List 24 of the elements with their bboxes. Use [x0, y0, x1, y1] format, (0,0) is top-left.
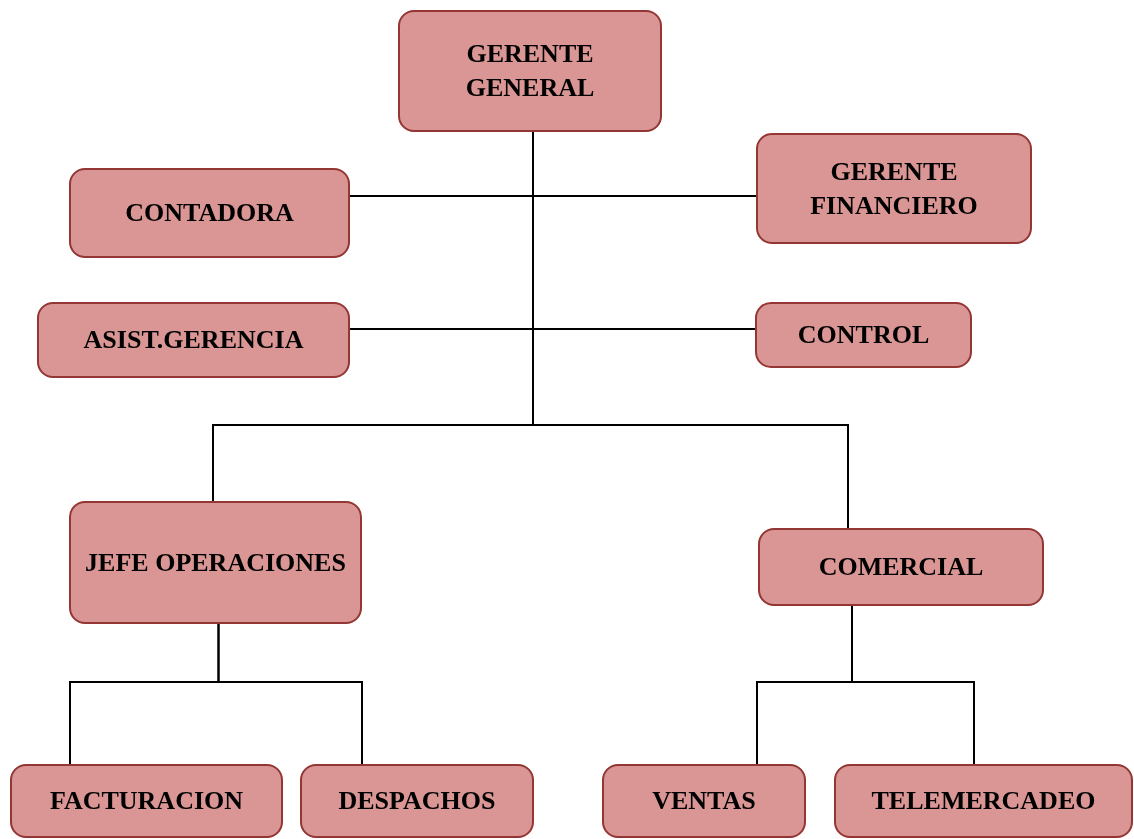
role-label: CONTADORA	[125, 197, 294, 229]
role-label: GERENTE FINANCIERO	[809, 155, 979, 222]
org-box	[758, 528, 1044, 606]
org-box	[69, 501, 362, 624]
role-label: FACTURACION	[49, 785, 244, 817]
org-box	[834, 764, 1133, 838]
role-label: COMERCIAL	[818, 551, 984, 583]
role-label: TELEMERCADEO	[871, 785, 1096, 817]
org-box	[10, 764, 283, 838]
role-label: GERENTE GENERAL	[464, 38, 596, 104]
org-box	[398, 10, 662, 132]
org-box	[755, 302, 972, 368]
role-label: CONTROL	[797, 319, 930, 351]
role-label: DESPACHOS	[338, 785, 496, 817]
role-label: ASIST.GERENCIA	[83, 324, 304, 356]
role-label: JEFE OPERACIONES	[85, 546, 346, 579]
org-box	[300, 764, 534, 838]
org-box	[602, 764, 806, 838]
org-box	[69, 168, 350, 258]
org-box	[37, 302, 350, 378]
connector-line	[217, 623, 363, 765]
connector-line	[851, 605, 975, 765]
org-box	[756, 133, 1032, 244]
role-label: VENTAS	[652, 785, 756, 817]
